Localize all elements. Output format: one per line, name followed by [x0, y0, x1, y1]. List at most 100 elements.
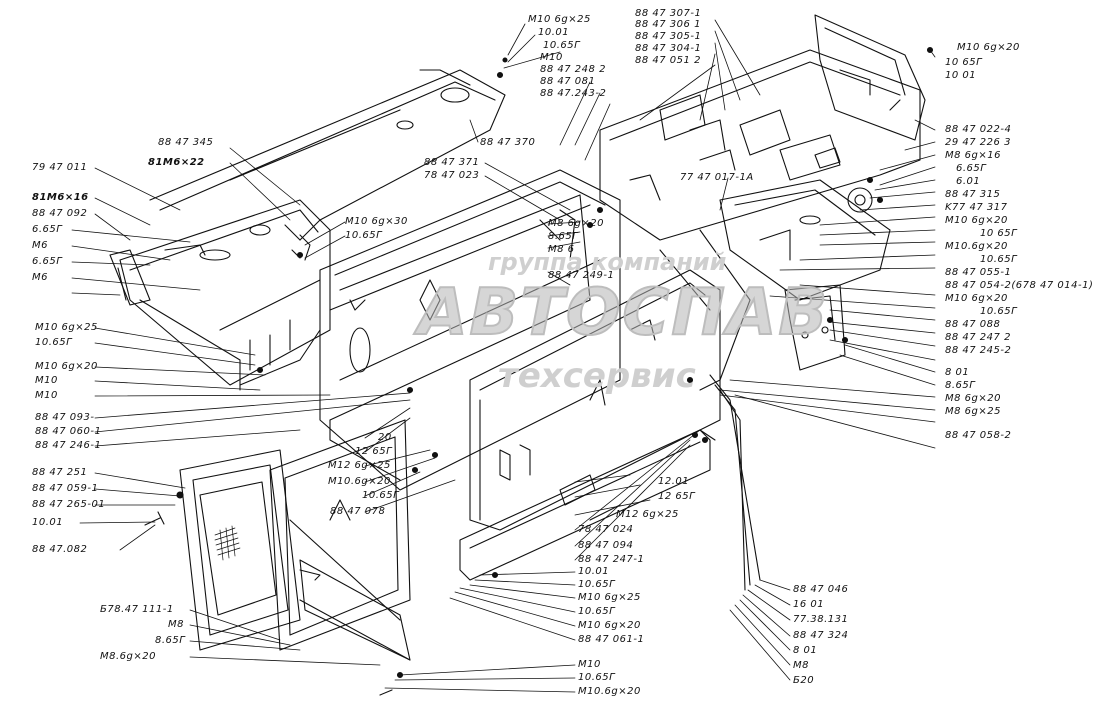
part-label: 8 01 — [793, 645, 818, 656]
leader-lines — [72, 20, 935, 692]
hood-panel — [110, 200, 330, 390]
part-label: 10.65Г — [980, 306, 1018, 317]
part-label: 6.65Г — [32, 256, 63, 267]
part-label: 88 47.082 — [32, 544, 88, 555]
part-label: 6.65Г — [956, 163, 987, 174]
part-label: 88 47 054-2(678 47 014-1) — [945, 280, 1094, 291]
part-label: M10 6g×20 — [945, 293, 1008, 304]
part-label: M10.6g×20 — [328, 476, 391, 487]
watermark-caption-top: группа компаний — [488, 248, 727, 276]
part-label: 10.65Г — [362, 490, 400, 501]
part-label: 8 01 — [945, 367, 970, 378]
part-label: 78 47 024 — [578, 524, 634, 535]
part-label: 88 47 324 — [793, 630, 849, 641]
part-label: 88 47 306 1 — [635, 19, 701, 30]
part-label: 88 47 081 — [540, 76, 596, 87]
part-label: M8 — [168, 619, 184, 630]
part-label: 88 47 059-1 — [32, 483, 99, 494]
part-label: 88 47 058-2 — [945, 430, 1012, 441]
part-label: 20 — [378, 432, 392, 443]
part-label: 8.65Г — [548, 231, 579, 242]
part-label: M10.6g×20 — [578, 686, 641, 697]
part-label: 88 47 315 — [945, 189, 1001, 200]
lower-side-panel — [470, 270, 720, 530]
part-label: 29 47 226 3 — [945, 137, 1011, 148]
part-label: M10 6g×20 — [578, 620, 641, 631]
part-label: 88 47 060-1 — [35, 426, 102, 437]
part-label: 10 01 — [945, 70, 977, 81]
part-label: 10.65Г — [345, 230, 383, 241]
part-label: M6 — [32, 272, 48, 283]
center-body-frame — [320, 170, 620, 490]
part-label: 8.65Г — [155, 635, 186, 646]
part-label: M10 6g×25 — [528, 14, 591, 25]
part-label: 88 47 251 — [32, 467, 88, 478]
part-label: 12 65Г — [355, 446, 393, 457]
part-label: 88 47 088 — [945, 319, 1001, 330]
part-label: 6.65Г — [32, 224, 63, 235]
part-label: M8 6g×20 — [945, 393, 1001, 404]
part-label: M8 6g×25 — [945, 406, 1001, 417]
part-label: M8 6g×16 — [945, 150, 1001, 161]
lower-long-plate — [300, 560, 410, 660]
part-label: 88 47 265-01 — [32, 499, 106, 510]
part-label: 88 47 304-1 — [635, 43, 702, 54]
part-label: 88 47 249-1 — [548, 270, 615, 281]
part-label: 10 65Г — [945, 57, 983, 68]
firewall-plate — [600, 50, 920, 240]
part-label: 10.65Г — [35, 337, 73, 348]
part-label: K77 47 317 — [945, 202, 1008, 213]
part-label: M10 6g×20 — [35, 361, 98, 372]
part-label: M8 — [793, 660, 809, 671]
part-label: 88 47 246-1 — [35, 440, 102, 451]
part-label: M10 — [35, 375, 58, 386]
part-label: 81M6×16 — [32, 192, 89, 203]
part-label: M12 6g×25 — [328, 460, 391, 471]
part-label: M10 6g×20 — [945, 215, 1008, 226]
watermark-caption-bottom: техсервис — [498, 356, 696, 396]
part-label: 88 47 370 — [480, 137, 536, 148]
part-label: 81M6×22 — [148, 157, 205, 168]
part-label: 88 47 305-1 — [635, 31, 702, 42]
part-label: 88 47 245-2 — [945, 345, 1012, 356]
part-label: M10 — [35, 390, 58, 401]
part-label: 88 47 247 2 — [945, 332, 1011, 343]
part-label: 88 47 061-1 — [578, 634, 645, 645]
part-label: M12 6g×25 — [616, 509, 679, 520]
part-label: 88 47 248 2 — [540, 64, 606, 75]
part-label: M10 6g×30 — [345, 216, 408, 227]
part-label: 88 47 345 — [158, 137, 214, 148]
part-label: M10 6g×20 — [957, 42, 1020, 53]
part-label: 88 47 051 2 — [635, 55, 701, 66]
part-label: 10.65Г — [543, 40, 581, 51]
part-label: 10.65Г — [578, 606, 616, 617]
part-label: 10.65Г — [578, 579, 616, 590]
part-label: M10 6g×25 — [35, 322, 98, 333]
part-label: 10.01 — [578, 566, 610, 577]
part-label: 88 47 078 — [330, 506, 386, 517]
grille-mesh — [215, 526, 240, 560]
part-label: M6 — [32, 240, 48, 251]
part-label: M10 6g×25 — [578, 592, 641, 603]
part-label: 88 47.243-2 — [540, 88, 607, 99]
part-label: 88 47 094 — [578, 540, 634, 551]
part-label: 88 47 247-1 — [578, 554, 645, 565]
part-label: 88 47 055-1 — [945, 267, 1012, 278]
part-label: M8 6 — [548, 244, 575, 255]
part-label: 88 47 046 — [793, 584, 849, 595]
part-label: 88 47 371 — [424, 157, 480, 168]
top-right-bracket — [815, 15, 925, 140]
part-label: 10.65Г — [980, 254, 1018, 265]
part-label: M8.6g×20 — [100, 651, 156, 662]
part-label: 88 47 307-1 — [635, 8, 702, 19]
part-label: M10.6g×20 — [945, 241, 1008, 252]
part-label: 10.01 — [32, 517, 64, 528]
part-label: 16 01 — [793, 599, 825, 610]
left-door-panel — [270, 420, 410, 650]
right-floor-section — [720, 180, 890, 300]
part-label: 12.01 — [658, 476, 690, 487]
diagonal-brace — [660, 230, 750, 390]
part-label: M8 6g×20 — [548, 218, 604, 229]
part-label: 10 65Г — [980, 228, 1018, 239]
